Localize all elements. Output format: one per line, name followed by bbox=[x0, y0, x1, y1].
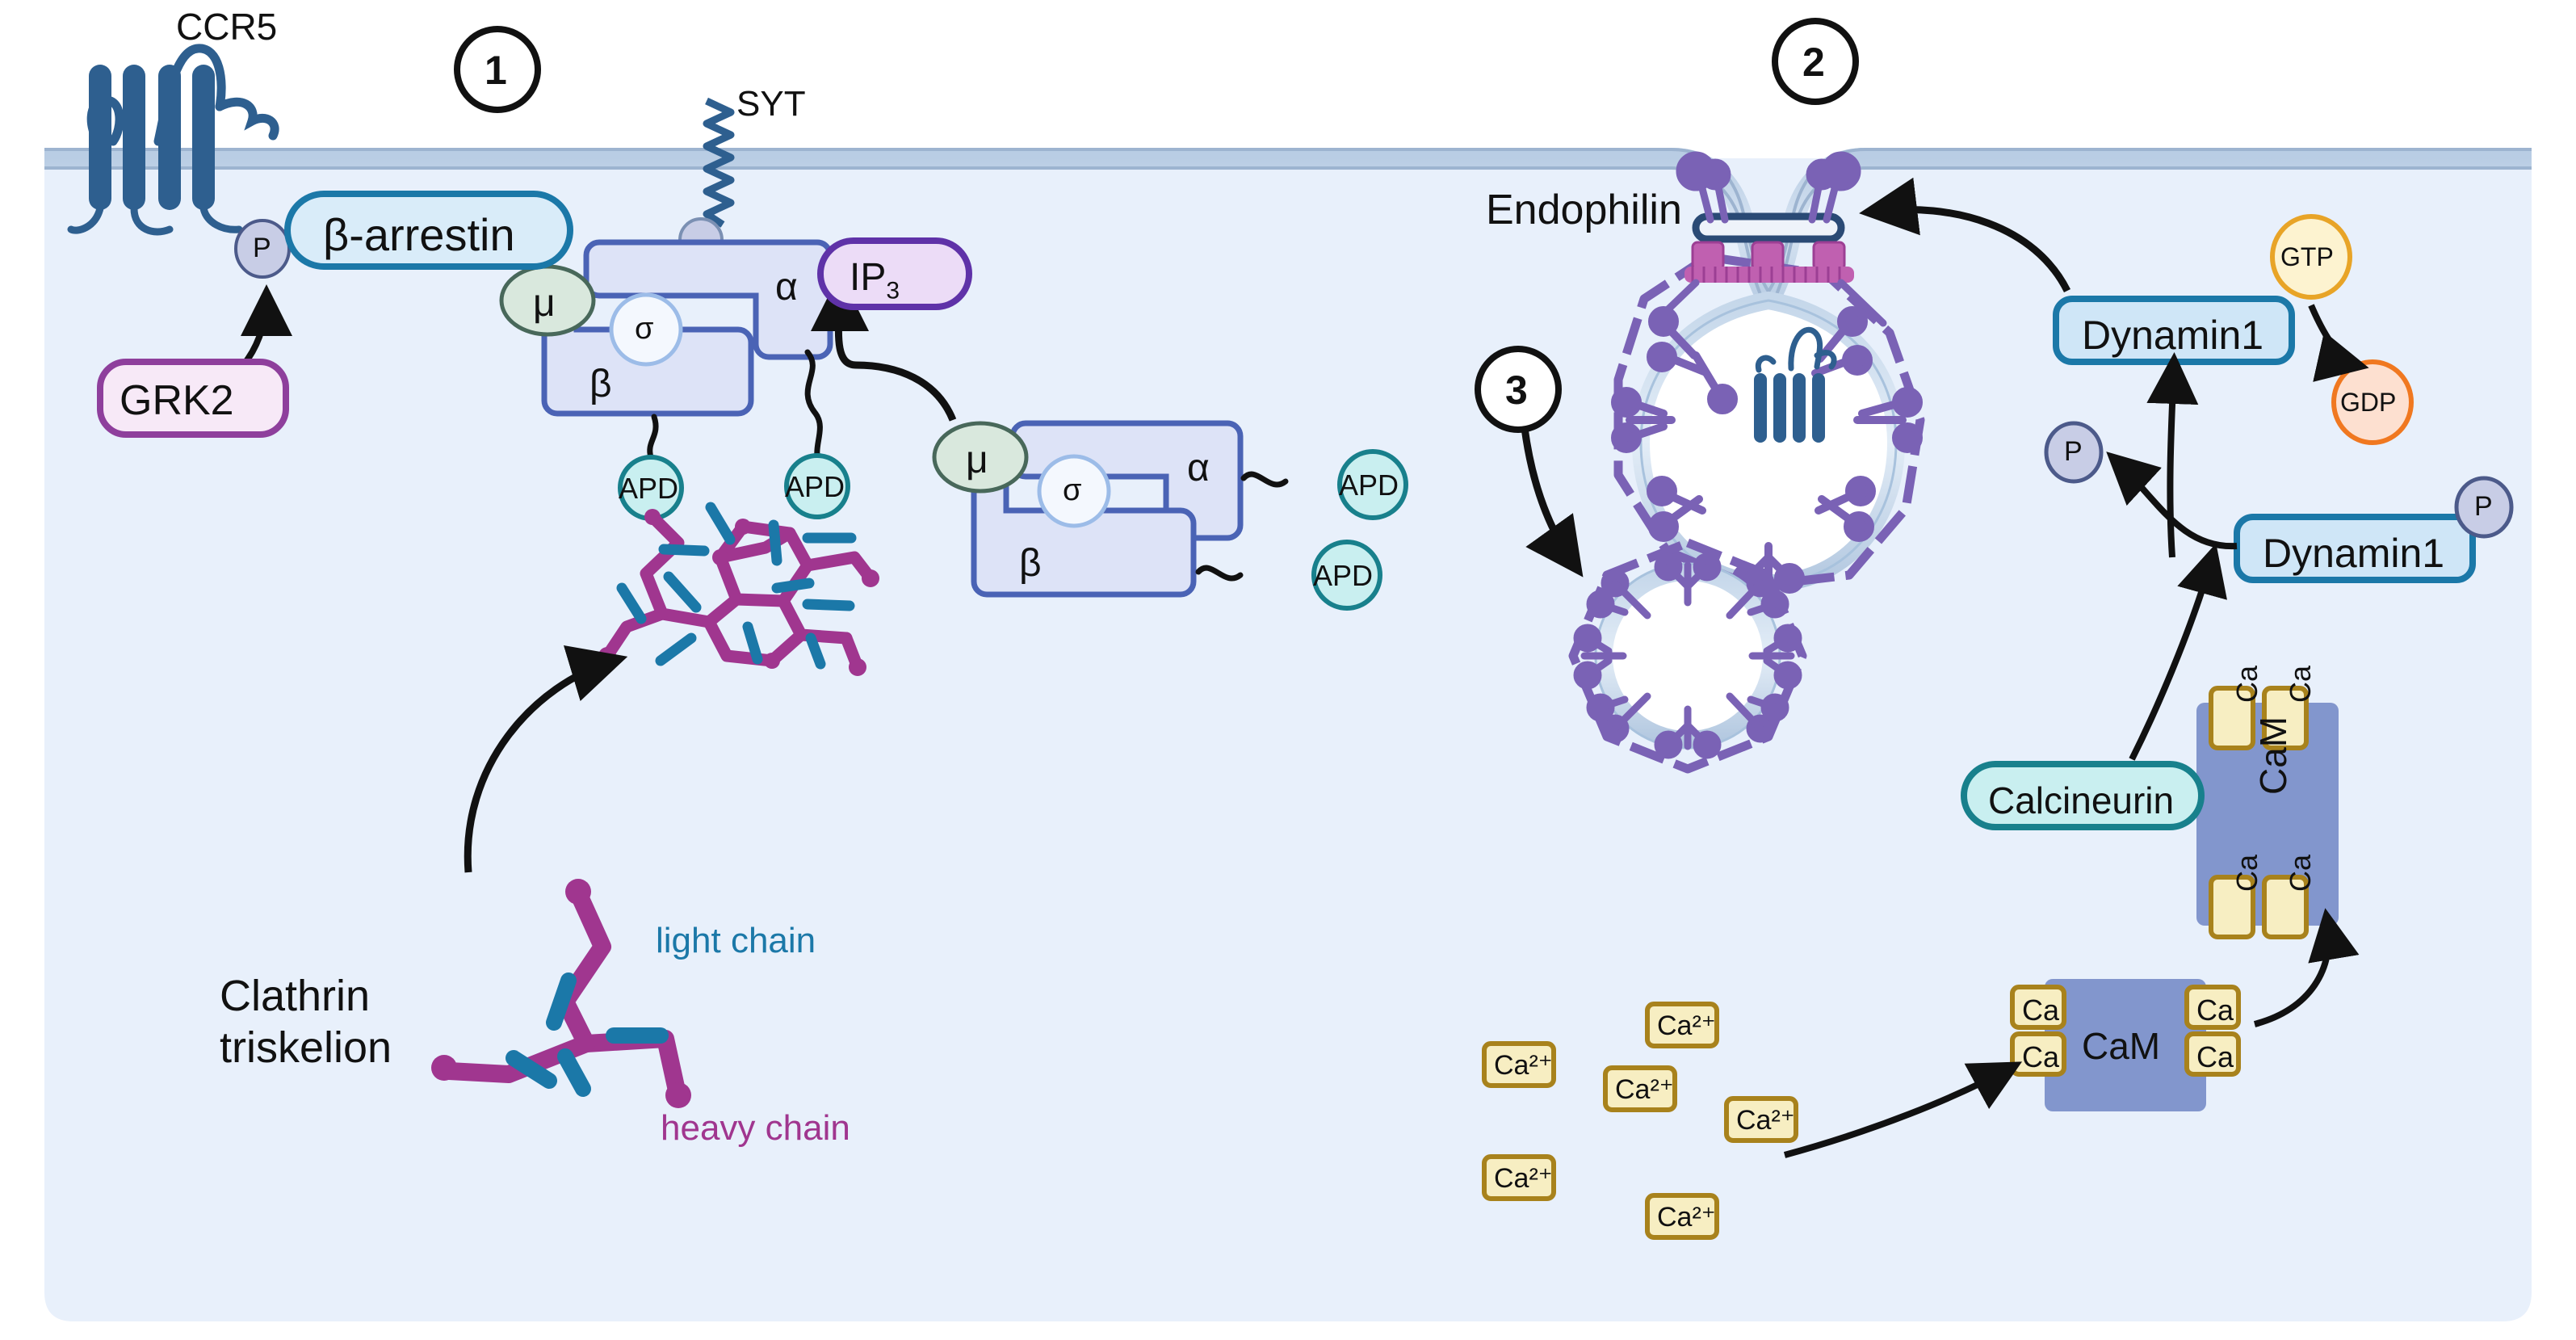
ap2-membrane-beta-label: β bbox=[589, 363, 612, 405]
endophilin-bar-domain bbox=[1676, 151, 1861, 243]
apd-label-2: APD bbox=[785, 470, 845, 503]
cam-binding-ca-1: Ca bbox=[2022, 993, 2060, 1027]
calcium-to-cam-arrow bbox=[1783, 1061, 2023, 1158]
ip3-text: IP bbox=[850, 256, 887, 299]
cam-activated-ca-2: Ca bbox=[2284, 665, 2317, 703]
calcium-ion-label: Ca²⁺ bbox=[1615, 1074, 1674, 1105]
clathrin-lattice bbox=[598, 502, 879, 676]
cam-binding-label: CaM bbox=[2082, 1025, 2161, 1067]
free-phosphate-node bbox=[2044, 421, 2104, 484]
free-phosphate-label: P bbox=[2064, 436, 2083, 467]
cam-activated-ca-4: Ca bbox=[2284, 854, 2317, 892]
cam-activated-complex bbox=[2196, 686, 2339, 939]
ap2-complex-membrane bbox=[499, 239, 833, 417]
ap2-free-sigma-label: σ bbox=[1063, 473, 1082, 507]
dynamin-collar bbox=[1650, 241, 1887, 327]
ap2-membrane-alpha-label: α bbox=[775, 266, 798, 309]
vesicle-scission-arrow bbox=[1521, 427, 1584, 578]
budding-vesicle bbox=[1611, 252, 1925, 594]
beta-arrestin-label: β-arrestin bbox=[323, 209, 515, 260]
dynamin-to-neck-arrow bbox=[1859, 177, 2071, 293]
clathrin-triskelion-icon bbox=[431, 879, 691, 1108]
apd-node bbox=[1311, 540, 1382, 611]
receptor-phosphate-label: P bbox=[253, 233, 271, 263]
beta-arrestin-node bbox=[284, 191, 573, 270]
ap2-free-alpha-label: α bbox=[1187, 447, 1210, 489]
ip3-subscript: 3 bbox=[886, 277, 900, 305]
ccr5-in-vesicle bbox=[1754, 326, 1837, 443]
dynamin-recycle-arrow bbox=[2146, 352, 2199, 558]
gtp-label: GTP bbox=[2280, 242, 2334, 271]
ap2-membrane-sigma-label: σ bbox=[635, 312, 654, 346]
triskelion-to-lattice-arrow bbox=[464, 645, 628, 873]
ap2-free-apd-links bbox=[1195, 471, 1289, 582]
gdp-node bbox=[2331, 359, 2414, 445]
light-chain-label: light chain bbox=[656, 921, 816, 960]
calcium-ion-label: Ca²⁺ bbox=[1494, 1050, 1553, 1081]
step-circles bbox=[454, 18, 1859, 433]
step-3-label: 3 bbox=[1505, 368, 1528, 413]
ap2-free-mu-label: μ bbox=[966, 439, 988, 481]
cam-binding-ca-2: Ca bbox=[2022, 1040, 2060, 1073]
apd-label-1: APD bbox=[619, 472, 679, 505]
calcium-ion-label: Ca²⁺ bbox=[1657, 1010, 1716, 1041]
cam-binding-ca-4: Ca bbox=[2196, 1040, 2234, 1073]
cam-activated-ca-1: Ca bbox=[2230, 665, 2263, 703]
ap2-membrane-apd-links bbox=[647, 349, 823, 460]
free-coated-vesicle bbox=[1568, 538, 1807, 774]
endophilin-label: Endophilin bbox=[1486, 187, 1682, 233]
calcium-ion-label: Ca²⁺ bbox=[1494, 1163, 1553, 1194]
free-calcium-ions bbox=[1482, 1002, 1798, 1240]
step-2-label: 2 bbox=[1802, 40, 1825, 85]
calcium-ion-label: Ca²⁺ bbox=[1736, 1105, 1795, 1136]
cam-activated-ca-3: Ca bbox=[2230, 854, 2263, 892]
cam-activation-arrow bbox=[2253, 908, 2360, 1027]
dynamin1-phospho-node bbox=[2234, 476, 2514, 583]
ccr5-receptor bbox=[67, 44, 279, 236]
calcium-ion-label: Ca²⁺ bbox=[1657, 1202, 1716, 1233]
heavy-chain-label: heavy chain bbox=[661, 1108, 850, 1148]
step-1-label: 1 bbox=[485, 48, 507, 93]
grk2-node bbox=[97, 359, 289, 438]
gtp-to-gdp-arrow bbox=[2308, 304, 2369, 382]
cam-activated-label: CaM bbox=[2252, 716, 2294, 795]
clathrin-triskelion-line2: triskelion bbox=[220, 1023, 392, 1072]
calcineurin-label: Calcineurin bbox=[1988, 779, 2175, 821]
dynamin1-active-label: Dynamin1 bbox=[2082, 313, 2264, 358]
clathrin-triskelion-label: Clathrin triskelion bbox=[220, 971, 392, 1073]
apd-node bbox=[1337, 449, 1408, 520]
apd-label-4: APD bbox=[1313, 559, 1374, 592]
ap2-complex-free bbox=[932, 420, 1244, 598]
gdp-label: GDP bbox=[2340, 388, 2397, 417]
ccr5-label: CCR5 bbox=[176, 6, 278, 48]
dynamin1-phosphate-label: P bbox=[2474, 491, 2493, 522]
calcineurin-to-dynamin-arrow bbox=[2129, 543, 2227, 761]
cam-binding-ca-3: Ca bbox=[2196, 993, 2234, 1027]
dynamin1-phospho-label: Dynamin1 bbox=[2263, 531, 2445, 576]
grk2-label: GRK2 bbox=[120, 377, 234, 424]
ip3-label: IP3 bbox=[850, 255, 900, 305]
apd-label-3: APD bbox=[1339, 468, 1399, 502]
calcineurin-node bbox=[1961, 761, 2205, 830]
gtp-node bbox=[2270, 214, 2352, 300]
clathrin-triskelion-line1: Clathrin bbox=[220, 972, 371, 1020]
syt-label: SYT bbox=[736, 84, 806, 124]
cam-binding-complex bbox=[2010, 979, 2241, 1111]
apd-node bbox=[784, 453, 850, 519]
ap2-free-beta-label: β bbox=[1019, 542, 1042, 585]
ap2-membrane-mu-label: μ bbox=[533, 282, 556, 325]
ip3-node bbox=[817, 237, 972, 310]
ap2-to-ip3-arrow bbox=[810, 273, 957, 422]
